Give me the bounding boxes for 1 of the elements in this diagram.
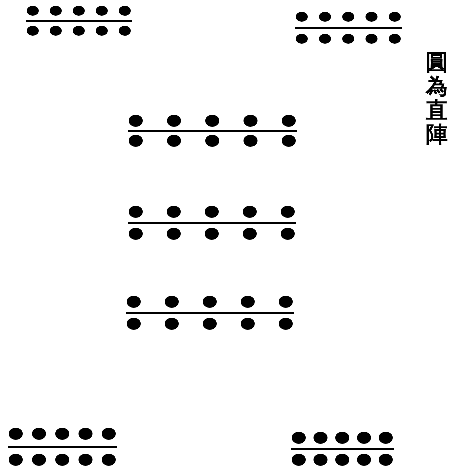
title: 圓為直陣 — [426, 52, 448, 148]
